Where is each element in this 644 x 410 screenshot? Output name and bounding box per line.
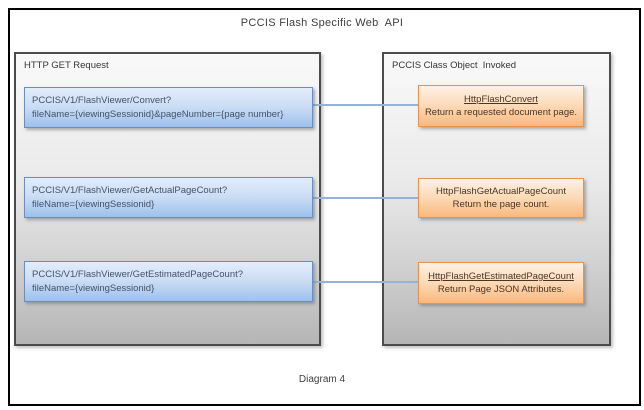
- connector-convert: [313, 104, 418, 106]
- class-box-httpflashconvert-description: Return a requested document page.: [424, 107, 578, 118]
- request-box-convert-params: fileName={viewingSessionid}&pageNumber={…: [32, 108, 284, 120]
- connector-get-estimated-page-count: [313, 281, 418, 283]
- request-box-get-estimated-page-count-params: fileName={viewingSessionid}: [32, 282, 155, 294]
- class-box-httpflashgetactualpagecount-description: Return the page count.: [452, 199, 550, 210]
- class-box-httpflashconvert-title: HttpFlashConvert: [464, 94, 538, 105]
- request-box-convert: PCCIS/V1/FlashViewer/Convert? fileName={…: [24, 87, 313, 128]
- connector-get-actual-page-count: [313, 197, 418, 199]
- request-box-get-actual-page-count-params: fileName={viewingSessionid}: [32, 198, 155, 210]
- class-box-httpflashgetestimatedpagecount-description: Return Page JSON Attributes.: [437, 284, 565, 295]
- class-box-httpflashgetactualpagecount: HttpFlashGetActualPageCount Return the p…: [418, 178, 584, 218]
- request-box-get-estimated-page-count: PCCIS/V1/FlashViewer/GetEstimatedPageCou…: [24, 261, 313, 302]
- http-get-request-panel-header: HTTP GET Request: [24, 60, 109, 71]
- class-box-httpflashgetestimatedpagecount-title: HttpFlashGetEstimatedPageCount: [428, 271, 574, 282]
- pccis-class-object-panel-header: PCCIS Class Object Invoked: [392, 60, 517, 71]
- class-box-httpflashconvert: HttpFlashConvert Return a requested docu…: [418, 85, 584, 127]
- class-box-httpflashgetestimatedpagecount: HttpFlashGetEstimatedPageCount Return Pa…: [418, 262, 584, 304]
- class-box-httpflashgetactualpagecount-title: HttpFlashGetActualPageCount: [436, 186, 566, 197]
- diagram-caption: Diagram 4: [298, 374, 346, 385]
- diagram-title: PCCIS Flash Specific Web API: [240, 17, 404, 29]
- request-box-get-actual-page-count: PCCIS/V1/FlashViewer/GetActualPageCount?…: [24, 177, 313, 218]
- request-box-get-estimated-page-count-url: PCCIS/V1/FlashViewer/GetEstimatedPageCou…: [32, 268, 244, 280]
- request-box-convert-url: PCCIS/V1/FlashViewer/Convert?: [32, 94, 172, 106]
- request-box-get-actual-page-count-url: PCCIS/V1/FlashViewer/GetActualPageCount?: [32, 184, 228, 196]
